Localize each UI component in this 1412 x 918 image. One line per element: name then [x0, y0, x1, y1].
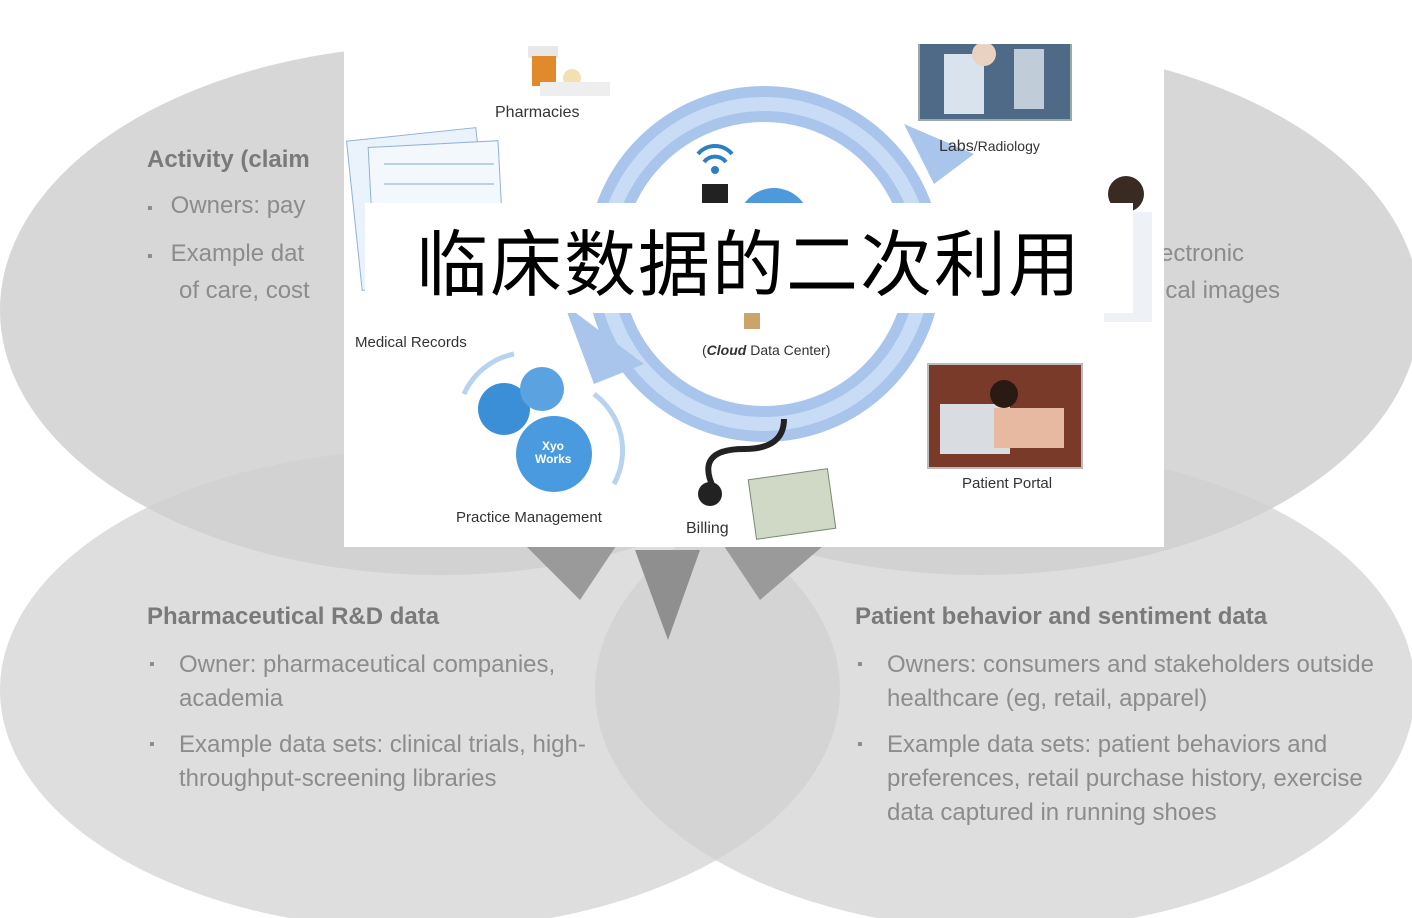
bottom-right-bullet: Owners: consumers and stakeholders outsi…: [855, 648, 1385, 716]
label-medical-records: Medical Records: [355, 334, 467, 351]
wifi-icon: [696, 143, 734, 174]
bottom-right-bullet: Example data sets: patient behaviors and…: [855, 728, 1385, 830]
cycle-arrowhead-icon: [564, 304, 644, 384]
bottom-left-bullets: Owner: pharmaceutical companies, academi…: [147, 648, 617, 808]
patient-portal-photo-icon: [927, 363, 1083, 469]
arrow-center: [635, 550, 700, 640]
lock-icon: [744, 309, 760, 329]
gear-text-1: Xyo: [542, 439, 565, 453]
gear-text-2: Works: [535, 452, 572, 466]
top-right-line-2: ical images: [1160, 277, 1281, 304]
label-labs-radiology: Labs/Radiology: [939, 138, 1040, 155]
top-left-bullet-2: ▪Example dat: [147, 240, 305, 267]
gears-icon: [461, 351, 626, 492]
labs-photo-icon: [918, 44, 1072, 121]
label-cloud-data-center: (Cloud Data Center): [702, 342, 831, 358]
page-title: 临床数据的二次利用: [415, 222, 1082, 307]
arrow-right: [720, 540, 830, 600]
label-billing: Billing: [686, 520, 729, 537]
bottom-right-heading: Patient behavior and sentiment data: [855, 603, 1268, 630]
bottom-right-bullets: Owners: consumers and stakeholders outsi…: [855, 648, 1385, 842]
top-right-line-1: ectronic: [1160, 240, 1245, 267]
pharmacy-bottle-icon: [528, 46, 610, 96]
top-left-bullet-2-cont: of care, cost: [179, 277, 310, 304]
title-banner: 临床数据的二次利用: [365, 203, 1133, 313]
label-practice-management: Practice Management: [456, 509, 602, 526]
arrow-left: [520, 540, 620, 600]
label-pharmacies: Pharmacies: [495, 104, 580, 121]
label-patient-portal: Patient Portal: [962, 475, 1053, 492]
top-left-heading: Activity (claim: [147, 146, 310, 173]
top-left-bullet-1: ▪Owners: pay: [147, 192, 306, 219]
billing-stethoscope-icon: [698, 418, 837, 540]
bottom-left-bullet: Owner: pharmaceutical companies, academi…: [147, 648, 617, 716]
bottom-left-heading: Pharmaceutical R&D data: [147, 603, 440, 630]
bottom-left-bullet: Example data sets: clinical trials, high…: [147, 728, 617, 796]
